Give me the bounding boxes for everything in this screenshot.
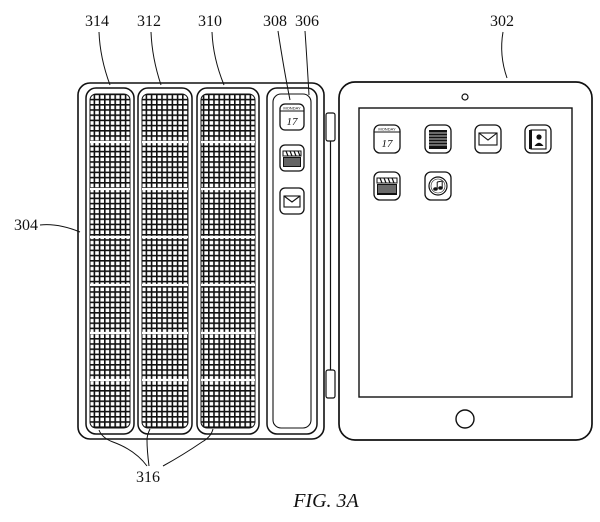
leader-308 xyxy=(277,30,291,101)
cover-spine-panel-306 xyxy=(266,87,318,435)
screen-mail-icon xyxy=(474,124,502,154)
screen-calendar-icon: MONDAY 17 xyxy=(373,124,401,154)
spine-calendar-month: MONDAY xyxy=(283,106,301,111)
leader-310 xyxy=(211,31,225,86)
label-312: 312 xyxy=(137,13,161,30)
cover-panel-314 xyxy=(85,87,135,435)
cover-panel-312 xyxy=(137,87,193,435)
label-310: 310 xyxy=(198,13,222,30)
cover-outline xyxy=(77,82,325,440)
spine-calendar-day: 17 xyxy=(287,116,299,128)
screen-calendar-month: MONDAY xyxy=(378,127,396,132)
label-308: 308 xyxy=(263,13,287,30)
spine-mail-icon xyxy=(279,187,305,215)
home-button xyxy=(455,409,475,429)
smart-cover: MONDAY 17 xyxy=(77,82,325,440)
screen-calendar-day: 17 xyxy=(382,138,394,150)
screen-video-icon xyxy=(373,171,401,201)
figure-caption: FIG. 3A xyxy=(292,490,359,512)
label-304: 304 xyxy=(14,217,38,234)
tablet-device: MONDAY 17 xyxy=(338,81,593,441)
label-306: 306 xyxy=(295,13,319,30)
front-camera xyxy=(461,93,469,101)
leader-316-c xyxy=(162,428,214,467)
leader-304 xyxy=(39,224,81,233)
cover-panel-310 xyxy=(196,87,260,435)
spine-video-icon xyxy=(279,144,305,172)
tablet-screen xyxy=(358,107,573,398)
leader-316-a xyxy=(98,429,148,467)
reference-leaders xyxy=(39,30,508,467)
leader-312 xyxy=(150,31,162,86)
screen-contacts-icon xyxy=(524,124,552,154)
screen-notes-icon xyxy=(424,124,452,154)
spine-calendar-icon: MONDAY 17 xyxy=(279,103,305,131)
label-316: 316 xyxy=(136,469,160,486)
label-314: 314 xyxy=(85,13,109,30)
cover-hinge xyxy=(325,112,336,399)
leader-314 xyxy=(98,31,111,86)
tablet-body xyxy=(338,81,593,441)
leader-302 xyxy=(501,31,508,79)
leader-306 xyxy=(304,30,310,96)
label-302: 302 xyxy=(490,13,514,30)
leader-316-b xyxy=(146,428,151,467)
screen-music-icon xyxy=(424,171,452,201)
